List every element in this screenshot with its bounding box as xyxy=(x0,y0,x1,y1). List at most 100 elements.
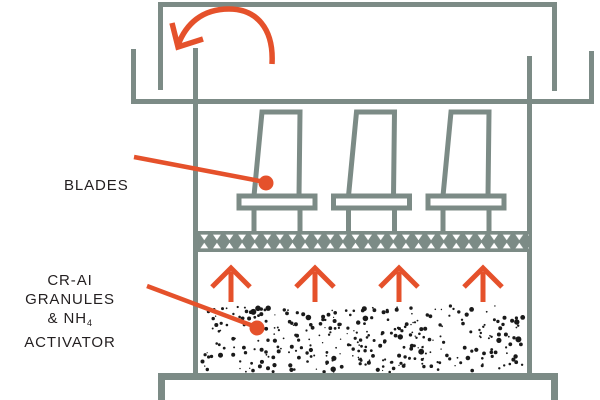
granule-dot xyxy=(413,321,417,324)
granule-dot xyxy=(507,335,510,338)
granule-dot xyxy=(282,308,286,312)
granule-dot xyxy=(290,345,293,349)
granule-dot xyxy=(262,360,264,363)
granule-dot xyxy=(483,353,485,355)
granule-dot xyxy=(489,350,494,355)
granule-dot xyxy=(368,359,371,362)
granule-dot xyxy=(469,330,473,334)
arrow-up-icon xyxy=(378,264,420,302)
granule-dot xyxy=(293,368,296,371)
granule-dot xyxy=(402,345,406,349)
granule-dot xyxy=(239,367,241,370)
granule-dot xyxy=(389,331,393,335)
granule-dot xyxy=(366,360,371,365)
granule-dot xyxy=(253,348,256,351)
granule-dot xyxy=(412,321,414,324)
granule-dot xyxy=(357,349,361,353)
granule-dot xyxy=(478,328,481,332)
granule-dot xyxy=(366,330,368,333)
blades-callout-line xyxy=(133,154,266,185)
dot-marker xyxy=(258,175,274,191)
granule-dot xyxy=(356,320,361,325)
granule-dot xyxy=(330,366,336,372)
granule-dot xyxy=(381,310,386,315)
granule-dot xyxy=(259,312,264,317)
granule-dot xyxy=(333,327,337,330)
granule-dot xyxy=(505,346,508,349)
granule-dot xyxy=(353,330,355,332)
granule-dot xyxy=(492,318,496,322)
granule-dot xyxy=(413,344,415,346)
granule-dot xyxy=(441,325,443,328)
granule-dot xyxy=(503,364,506,367)
granule-dot xyxy=(419,327,424,332)
granules-label-line1: CR-AI GRANULES xyxy=(25,272,115,308)
granule-dot xyxy=(470,349,474,353)
granule-dot xyxy=(324,318,327,322)
granule-dot xyxy=(203,353,207,357)
granule-dot xyxy=(459,361,463,365)
granule-dot xyxy=(490,348,494,351)
granule-dot xyxy=(359,358,363,362)
granule-dot xyxy=(479,331,482,335)
granule-dot xyxy=(204,365,206,367)
granule-dot xyxy=(418,348,425,355)
granule-dot xyxy=(280,347,282,350)
granule-dot xyxy=(398,364,400,367)
granule-dot xyxy=(404,322,409,326)
granule-dot xyxy=(478,335,481,337)
granule-dot xyxy=(288,363,293,368)
granule-dot xyxy=(403,325,407,329)
granule-dot xyxy=(399,361,403,365)
granule-dot xyxy=(432,339,434,341)
granule-dot xyxy=(272,363,277,368)
granule-dot xyxy=(346,343,351,347)
granule-dot xyxy=(325,351,329,354)
granule-dot xyxy=(253,315,257,319)
granule-dot xyxy=(470,368,475,373)
granule-dot xyxy=(211,327,214,330)
granules-label-line2-suffix: ACTIVATOR xyxy=(24,334,116,351)
granule-dot xyxy=(282,337,285,340)
granule-dot xyxy=(502,315,507,320)
granule-dot xyxy=(482,351,486,356)
granule-dot xyxy=(428,314,433,319)
granule-dot xyxy=(434,308,437,311)
arrow-up-head xyxy=(378,264,420,289)
granule-dot xyxy=(418,332,421,336)
granule-dot xyxy=(297,355,301,360)
granule-dot xyxy=(378,343,383,348)
granule-dot xyxy=(245,370,247,373)
granule-dot xyxy=(209,354,214,359)
granule-dot xyxy=(360,344,363,348)
granule-dot xyxy=(289,367,294,372)
granule-dot xyxy=(276,349,281,354)
granule-dot xyxy=(266,338,270,342)
granule-dot xyxy=(513,354,518,359)
granule-dot xyxy=(386,318,390,322)
granule-dot xyxy=(410,323,412,326)
granule-dot xyxy=(276,345,280,349)
arrow-up-head xyxy=(210,264,252,289)
granule-dot xyxy=(339,353,341,355)
granule-dot xyxy=(265,305,271,311)
granule-dot xyxy=(324,327,326,329)
granule-dot xyxy=(465,355,471,361)
granule-dot xyxy=(257,339,260,342)
granule-dot xyxy=(371,306,374,309)
granule-dot xyxy=(211,316,215,321)
granule-dot xyxy=(389,361,393,364)
granule-dot xyxy=(494,305,496,307)
blade xyxy=(345,109,398,199)
granule-dot xyxy=(251,368,255,373)
granule-dot xyxy=(393,333,398,338)
granule-dot xyxy=(413,357,417,360)
granule-dot xyxy=(510,318,515,323)
granule-dot xyxy=(232,312,235,316)
granule-dot xyxy=(352,309,356,313)
granule-dot xyxy=(380,331,385,335)
granule-dot xyxy=(274,314,276,316)
granules-callout-line xyxy=(146,283,257,330)
granule-dot xyxy=(440,348,442,350)
granule-dot xyxy=(409,346,414,351)
